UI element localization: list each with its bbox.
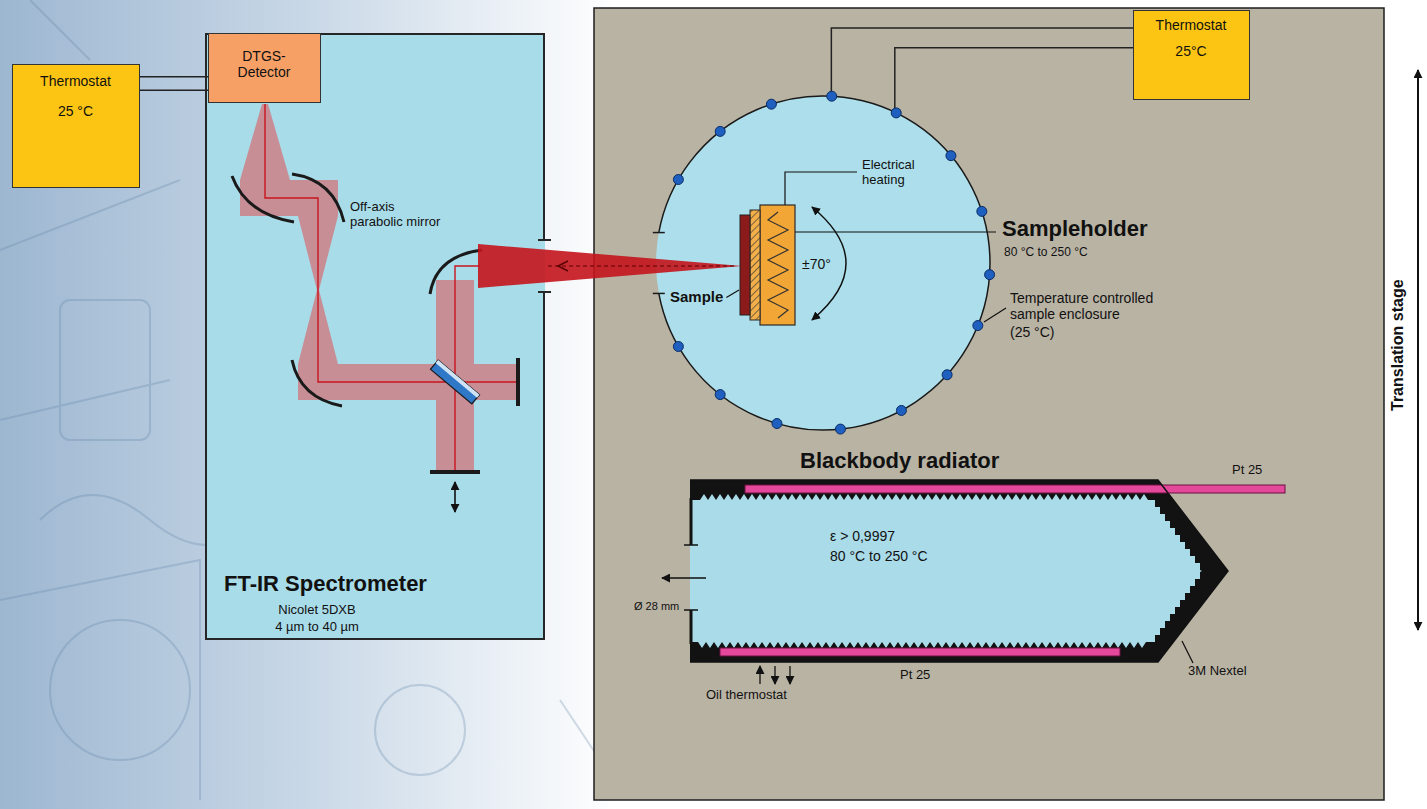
spectrometer-wall [538,33,551,640]
pt25-sensor [745,485,1285,493]
model-name: Nicolet 5DXB [267,603,367,618]
cooling-tube [673,342,683,352]
oil-flow-arrows [760,666,790,684]
leader-line [795,231,996,232]
thermostat-box: Thermostat 25 °C [12,64,140,188]
aperture-edge [653,293,665,295]
wire-connector [831,28,1133,112]
leader-line [1182,641,1193,663]
aperture-plate [684,498,698,644]
spectrometer-housing: FT-IR SpectrometerNicolet 5DXB 4 µm to 40… [205,33,545,640]
temperature-value: (25 °C) [1010,324,1055,340]
material-label: 3M Nextel [1188,664,1247,679]
wire-connector [140,77,208,90]
part-label: Sample [670,288,723,305]
temperature-range: 80 °C to 250 °C [830,548,928,564]
angle-label: ±70° [802,256,831,272]
leader-line [726,290,739,297]
cooling-tube [772,419,782,429]
spectrometer-fill [205,33,545,640]
cooling-tube [973,321,983,331]
leader-line [785,172,857,205]
cooling-tube [977,206,987,216]
cooling-tube [715,126,725,136]
stage-label: Translation stage [1389,279,1407,411]
blackbody-outline [690,448,1290,665]
beam-axis [265,104,518,472]
cooling-tube [946,151,956,161]
emissivity-value: ε > 0,9997 [830,528,895,544]
thermostat-box: Thermostat 25°C [1133,10,1250,100]
ir-beam-path [240,104,517,470]
sensor-label: Pt 25 [900,668,930,683]
temperature-value: 25 °C [13,103,138,119]
temperature-range: 80 °C to 250 °C [1004,246,1088,260]
cooling-tube [827,91,837,101]
device-name: Thermostat [1134,17,1248,33]
part-label: Oil thermostat [706,688,787,703]
blackbody-radiator: Blackbody radiator ε > 0,9997 80 °C to 250… [690,448,1290,665]
focused-beam [478,244,742,288]
part-title: Sampleholder [1002,216,1147,241]
temperature-value: 25°C [1134,43,1248,59]
emission-arrow [662,577,706,579]
cooling-tube [891,108,901,118]
beam-direction [558,261,568,271]
spectral-range: 4 µm to 40 µm [267,620,367,635]
cooling-tube [985,270,995,280]
cooling-tube [715,390,725,400]
heater-block [760,205,795,325]
enclosure-fill [656,96,990,430]
background-decor [0,0,600,800]
sensor-label: Pt 25 [1232,463,1262,478]
cooling-tube [942,370,952,380]
enclosure-wall [659,96,990,430]
blackbody-title: Blackbody radiator [800,448,999,473]
cooling-tube [766,99,776,109]
spectrometer-title: FT-IR Spectrometer [224,571,427,596]
blackbody-shell [690,480,1228,662]
cooling-tube [835,424,845,434]
translation-arrow [1417,70,1419,630]
aperture-edge [653,232,665,234]
textured-background [0,0,620,809]
blackbody-cavity [690,494,1202,648]
shell-outline [690,480,1228,662]
cooling-tube [673,175,683,185]
pt25-sensor [720,648,1120,656]
leader-line [984,308,1006,322]
device-name: Thermostat [13,73,138,89]
part-label: Temperature controlled sample enclosure [1010,290,1172,322]
translation-stage-panel [594,8,1384,800]
part-label: Off-axis parabolic mirror [350,200,448,230]
dimension-label: Ø 28 mm [634,600,679,613]
sample-plate [740,215,750,315]
beam-axis [548,266,736,267]
hatched-layer [750,210,760,320]
detector-box: DTGS- Detector [208,33,321,103]
part-label: Electrical heating [862,158,934,188]
sample-enclosure: Sample Electrical heating ±70° [656,96,990,430]
heating-wire [768,212,788,318]
mirror-travel-arrow [454,482,456,512]
detector-name: DTGS- Detector [225,48,303,80]
mirror [232,174,518,472]
cooling-tube [896,405,906,415]
beam-splitter [430,360,479,404]
